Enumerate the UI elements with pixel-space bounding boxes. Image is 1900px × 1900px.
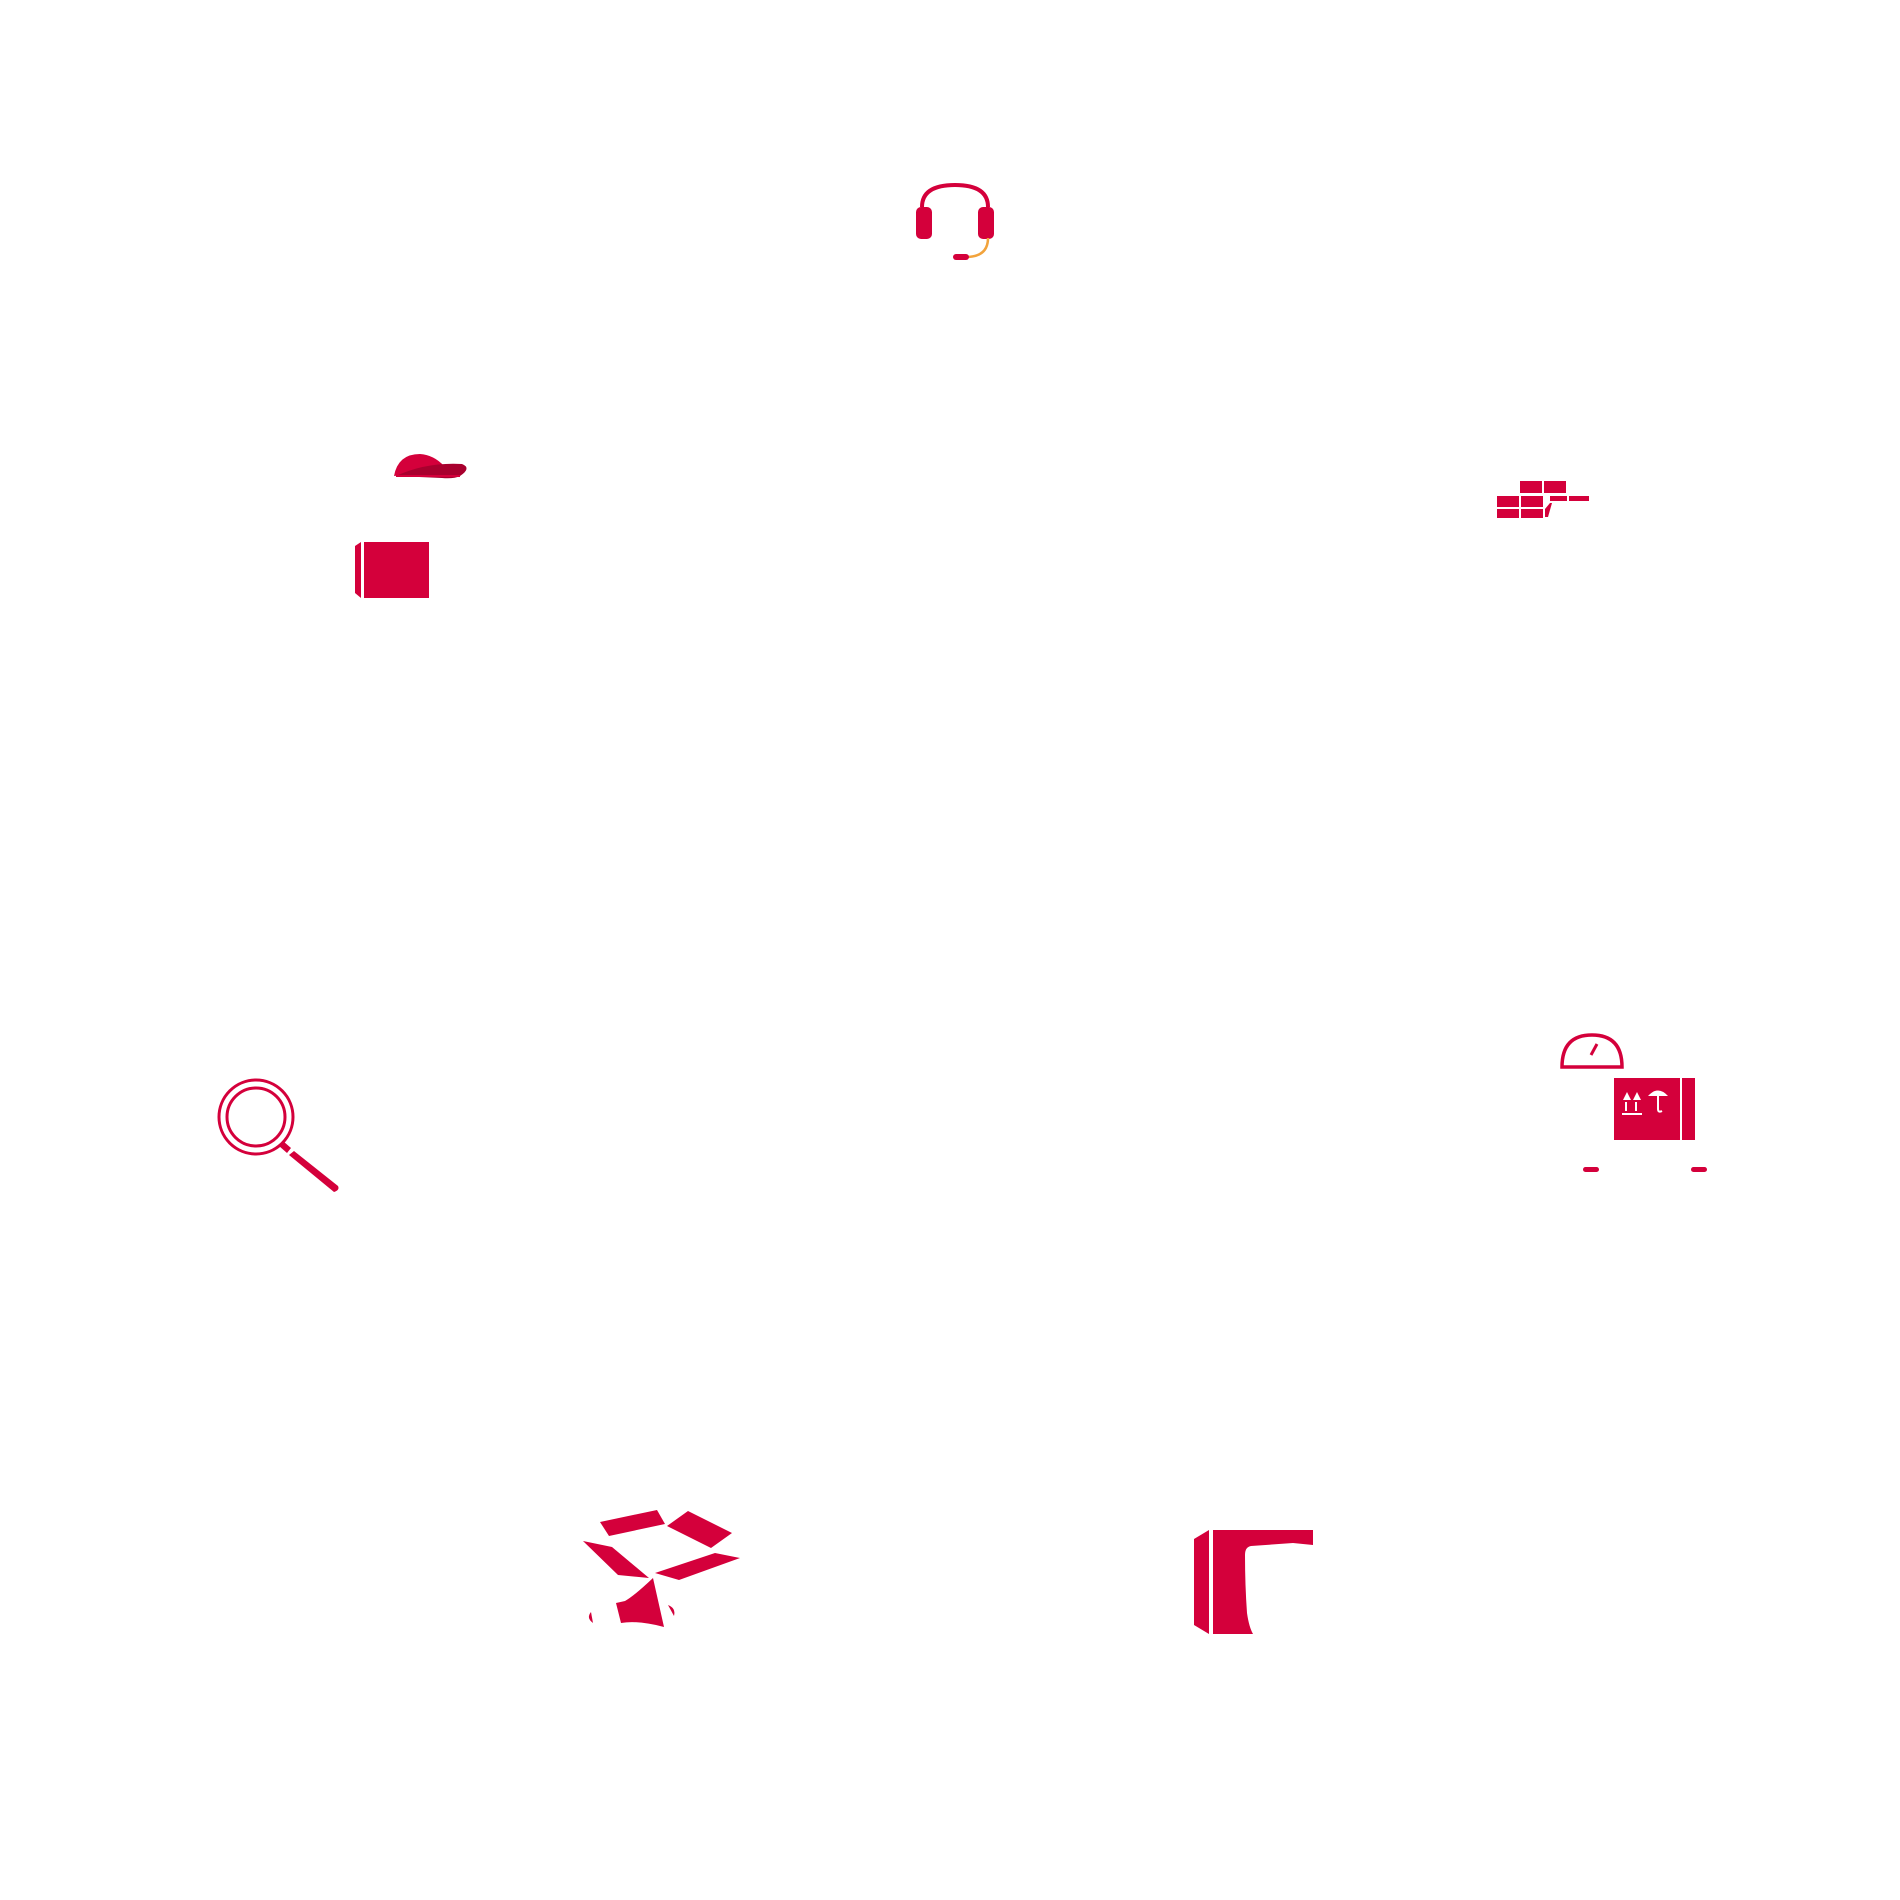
scale-cargo-box-icon (1550, 1025, 1710, 1175)
magnifying-glass-icon (215, 1075, 345, 1195)
headset-icon (910, 180, 1000, 265)
courier-cap-box-icon (350, 450, 475, 600)
open-box-icon (580, 1500, 740, 1635)
large-box-icon (1185, 1525, 1320, 1635)
stacked-bricks-icon (1490, 475, 1590, 525)
